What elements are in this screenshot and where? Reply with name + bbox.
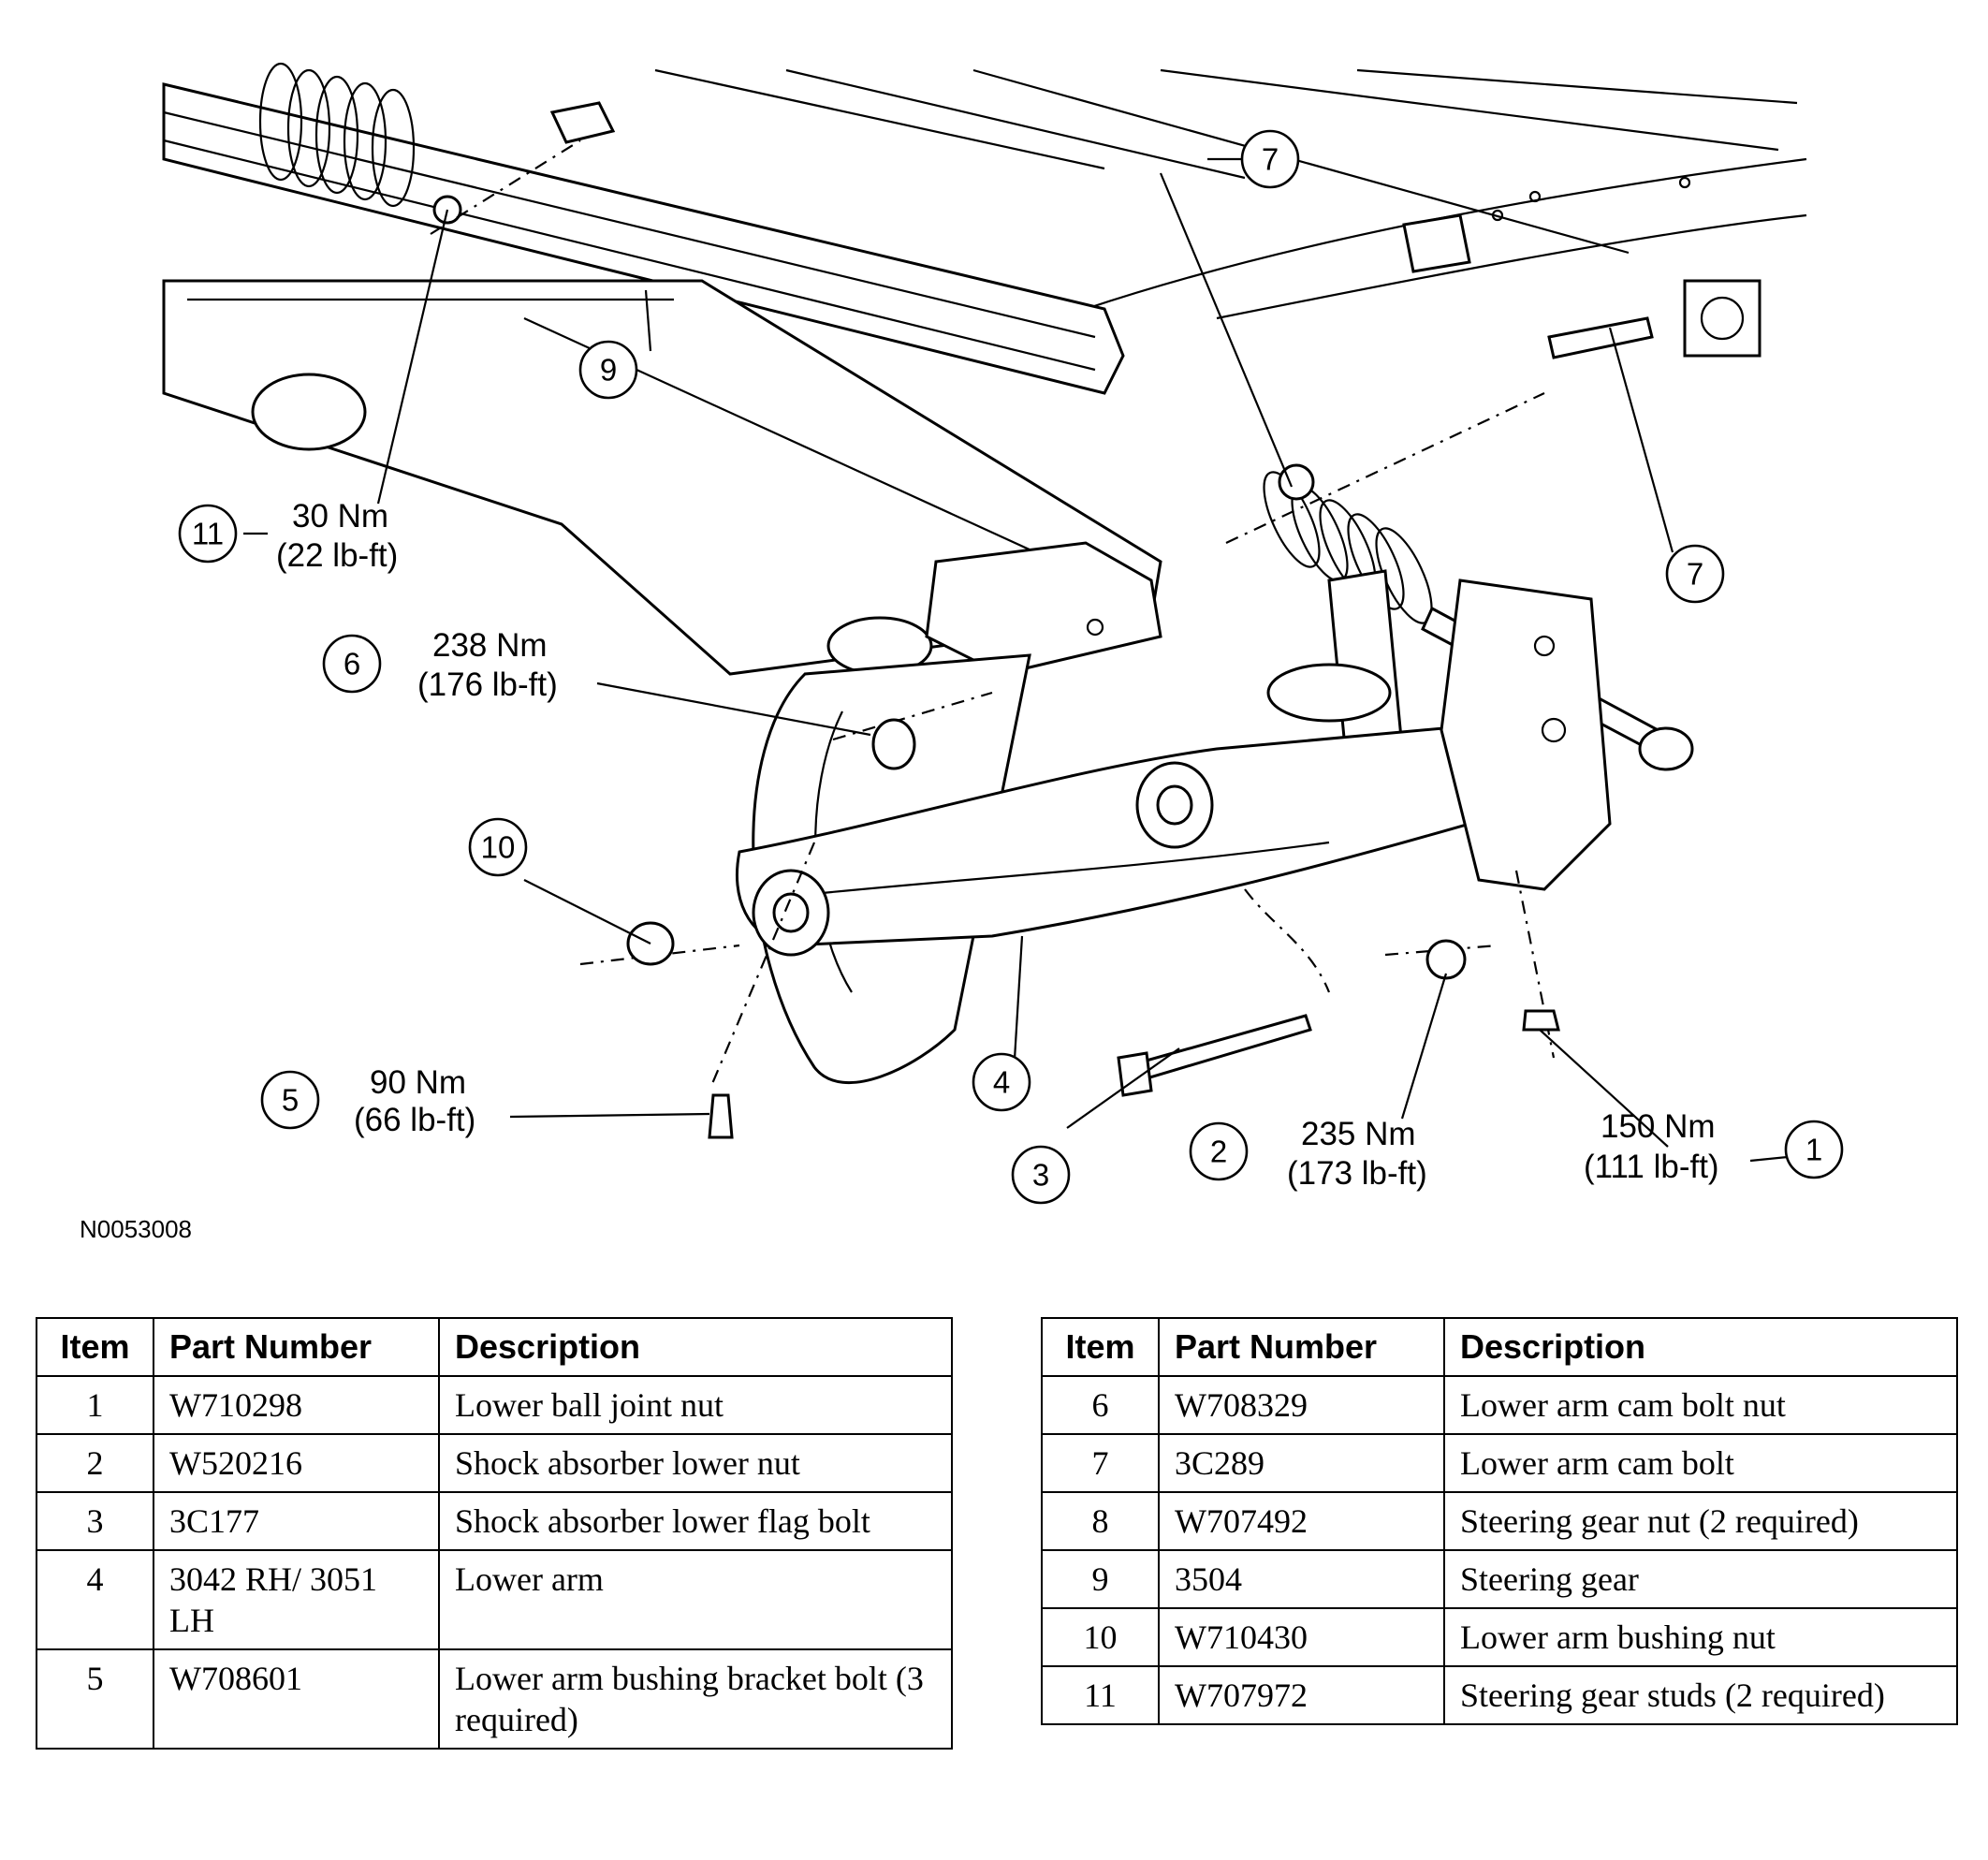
column-header-description: Description bbox=[1443, 1317, 1958, 1377]
callout-item-2: 2 235 Nm (173 lb-ft) bbox=[1189, 1116, 1427, 1192]
callout-item-6: 6 238 Nm (176 lb-ft) bbox=[322, 627, 558, 703]
svg-text:2: 2 bbox=[1210, 1135, 1227, 1169]
svg-text:(66 lb-ft): (66 lb-ft) bbox=[354, 1102, 475, 1138]
part-number-cell: W708329 bbox=[1158, 1375, 1445, 1435]
table-row: 9 3504 Steering gear bbox=[1041, 1549, 1958, 1609]
description-cell: Shock absorber lower flag bolt bbox=[438, 1491, 953, 1551]
svg-text:7: 7 bbox=[1262, 142, 1279, 177]
callout-item-7: 7 bbox=[1665, 544, 1725, 604]
part-number-cell: 3504 bbox=[1158, 1549, 1445, 1609]
svg-text:7: 7 bbox=[1687, 557, 1703, 592]
column-header-description: Description bbox=[438, 1317, 953, 1377]
item-cell: 2 bbox=[36, 1433, 154, 1493]
item-cell: 6 bbox=[1041, 1375, 1160, 1435]
part-number-cell: 3C177 bbox=[153, 1491, 440, 1551]
description-cell: Lower arm bbox=[438, 1549, 953, 1650]
table-row: 4 3042 RH/ 3051 LH Lower arm bbox=[36, 1549, 953, 1650]
table-row: 8 W707492 Steering gear nut (2 required) bbox=[1041, 1491, 1958, 1551]
svg-text:(111 lb-ft): (111 lb-ft) bbox=[1584, 1149, 1719, 1185]
part-number-cell: 3C289 bbox=[1158, 1433, 1445, 1493]
item-cell: 3 bbox=[36, 1491, 154, 1551]
table-row: 5 W708601 Lower arm bushing bracket bolt… bbox=[36, 1648, 953, 1750]
item-cell: 10 bbox=[1041, 1607, 1160, 1667]
table-row: 11 W707972 Steering gear studs (2 requir… bbox=[1041, 1665, 1958, 1725]
item-cell: 11 bbox=[1041, 1665, 1160, 1725]
description-cell: Lower arm cam bolt bbox=[1443, 1433, 1958, 1493]
table-row: 7 3C289 Lower arm cam bolt bbox=[1041, 1433, 1958, 1493]
part-number-cell: W708601 bbox=[153, 1648, 440, 1750]
item-cell: 7 bbox=[1041, 1433, 1160, 1493]
svg-text:90 Nm: 90 Nm bbox=[370, 1064, 466, 1101]
svg-text:6: 6 bbox=[344, 647, 360, 681]
svg-text:30 Nm: 30 Nm bbox=[292, 498, 388, 535]
description-cell: Steering gear studs (2 required) bbox=[1443, 1665, 1958, 1725]
exploded-view-diagram: 7 9 11 30 Nm (22 lb-ft) 7 6 238 Nm (176 … bbox=[80, 62, 1844, 1243]
svg-text:1: 1 bbox=[1805, 1133, 1822, 1167]
svg-text:5: 5 bbox=[282, 1083, 299, 1118]
column-header-part-number: Part Number bbox=[1158, 1317, 1445, 1377]
svg-text:11: 11 bbox=[192, 517, 224, 551]
description-cell: Shock absorber lower nut bbox=[438, 1433, 953, 1493]
callout-item-5: 5 90 Nm (66 lb-ft) bbox=[260, 1064, 475, 1138]
part-number-cell: W707492 bbox=[1158, 1491, 1445, 1551]
part-number-cell: W520216 bbox=[153, 1433, 440, 1493]
svg-text:235 Nm: 235 Nm bbox=[1301, 1116, 1416, 1152]
description-cell: Lower ball joint nut bbox=[438, 1375, 953, 1435]
table-row: 1 W710298 Lower ball joint nut bbox=[36, 1375, 953, 1435]
callout-item-3: 3 bbox=[1011, 1145, 1071, 1205]
item-cell: 5 bbox=[36, 1648, 154, 1750]
table-header-row: Item Part Number Description bbox=[36, 1317, 953, 1377]
part-number-cell: W710298 bbox=[153, 1375, 440, 1435]
description-cell: Lower arm bushing bracket bolt (3 requir… bbox=[438, 1648, 953, 1750]
table-row: 3 3C177 Shock absorber lower flag bolt bbox=[36, 1491, 953, 1551]
part-number-cell: W710430 bbox=[1158, 1607, 1445, 1667]
table-header-row: Item Part Number Description bbox=[1041, 1317, 1958, 1377]
svg-text:150 Nm: 150 Nm bbox=[1601, 1108, 1716, 1145]
svg-text:(173 lb-ft): (173 lb-ft) bbox=[1287, 1155, 1427, 1192]
svg-text:(176 lb-ft): (176 lb-ft) bbox=[417, 666, 558, 703]
callout-item-9: 9 bbox=[578, 340, 638, 400]
parts-table-right: Item Part Number Description 6 W708329 L… bbox=[1041, 1317, 1958, 1725]
description-cell: Steering gear bbox=[1443, 1549, 1958, 1609]
column-header-item: Item bbox=[1041, 1317, 1160, 1377]
item-cell: 9 bbox=[1041, 1549, 1160, 1609]
callout-item-8: 7 bbox=[1240, 129, 1300, 189]
svg-text:10: 10 bbox=[481, 830, 516, 865]
table-row: 10 W710430 Lower arm bushing nut bbox=[1041, 1607, 1958, 1667]
callout-item-1: 1 150 Nm (111 lb-ft) bbox=[1584, 1108, 1844, 1185]
description-cell: Lower arm cam bolt nut bbox=[1443, 1375, 1958, 1435]
figure-id: N0053008 bbox=[80, 1215, 192, 1243]
item-cell: 4 bbox=[36, 1549, 154, 1650]
column-header-item: Item bbox=[36, 1317, 154, 1377]
table-row: 2 W520216 Shock absorber lower nut bbox=[36, 1433, 953, 1493]
part-number-cell: W707972 bbox=[1158, 1665, 1445, 1725]
description-cell: Steering gear nut (2 required) bbox=[1443, 1491, 1958, 1551]
column-header-part-number: Part Number bbox=[153, 1317, 440, 1377]
svg-text:238 Nm: 238 Nm bbox=[432, 627, 548, 664]
suspension-illustration bbox=[162, 62, 1807, 1139]
callout-item-10: 10 bbox=[468, 817, 528, 877]
item-cell: 8 bbox=[1041, 1491, 1160, 1551]
svg-text:9: 9 bbox=[600, 353, 617, 388]
table-row: 6 W708329 Lower arm cam bolt nut bbox=[1041, 1375, 1958, 1435]
svg-text:(22 lb-ft): (22 lb-ft) bbox=[276, 537, 398, 574]
callout-item-11: 11 30 Nm (22 lb-ft) bbox=[178, 498, 398, 574]
svg-text:3: 3 bbox=[1032, 1158, 1049, 1193]
svg-text:4: 4 bbox=[993, 1065, 1010, 1100]
part-number-cell: 3042 RH/ 3051 LH bbox=[153, 1549, 440, 1650]
callout-item-4: 4 bbox=[972, 1052, 1031, 1112]
item-cell: 1 bbox=[36, 1375, 154, 1435]
description-cell: Lower arm bushing nut bbox=[1443, 1607, 1958, 1667]
parts-table-left: Item Part Number Description 1 W710298 L… bbox=[36, 1317, 953, 1750]
